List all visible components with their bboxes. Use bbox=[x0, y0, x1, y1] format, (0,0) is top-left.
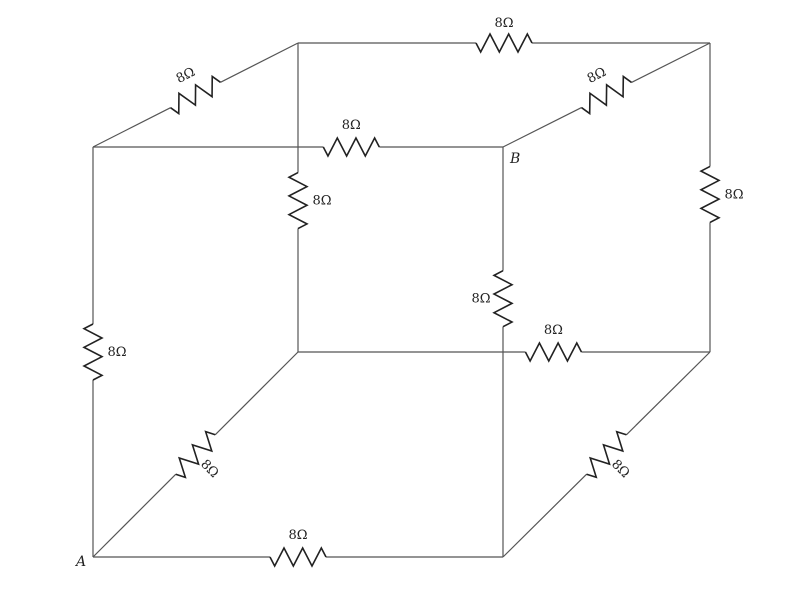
resistor-label: 8Ω bbox=[471, 292, 490, 307]
resistor-edge-top-left-diagonal: 8Ω bbox=[92, 42, 299, 148]
resistor-label: 8Ω bbox=[585, 65, 609, 87]
resistor-zigzag-icon bbox=[586, 430, 627, 479]
resistor-edge-front-left-vertical: 8Ω bbox=[82, 147, 127, 557]
resistor-zigzag-icon bbox=[475, 32, 533, 54]
resistor-zigzag-icon bbox=[492, 269, 514, 328]
resistor-label: 8Ω bbox=[494, 16, 513, 31]
resistor-label: 8Ω bbox=[288, 528, 307, 543]
resistor-zigzag-icon bbox=[287, 171, 309, 230]
resistor-edge-front-right-vertical: 8Ω bbox=[471, 147, 514, 557]
vertex-label-a: A bbox=[74, 554, 86, 570]
resistor-label: 8Ω bbox=[724, 187, 743, 202]
resistor-edge-back-left-vertical: 8Ω bbox=[287, 43, 332, 352]
resistor-zigzag-icon bbox=[82, 323, 104, 381]
resistor-zigzag-icon bbox=[524, 341, 583, 363]
wire bbox=[214, 351, 299, 436]
resistor-zigzag-icon bbox=[581, 74, 632, 116]
wire bbox=[92, 107, 171, 148]
resistor-edge-back-bottom: 8Ω bbox=[298, 323, 710, 363]
resistor-edge-bottom-right-diagonal: 8Ω bbox=[502, 351, 711, 558]
resistor-zigzag-icon bbox=[175, 430, 216, 479]
resistor-zigzag-icon bbox=[322, 136, 381, 158]
resistor-edge-front-bottom: 8Ω bbox=[93, 528, 503, 568]
wire bbox=[502, 473, 588, 558]
wire bbox=[631, 42, 711, 83]
resistor-zigzag-icon bbox=[269, 546, 327, 568]
resistor-edge-top-right-diagonal: 8Ω bbox=[502, 42, 711, 148]
wire bbox=[220, 42, 299, 83]
wire bbox=[92, 473, 177, 558]
resistor-label: 8Ω bbox=[197, 457, 221, 481]
resistor-edge-front-top: 8Ω bbox=[93, 118, 503, 158]
resistor-edge-bottom-left-diagonal: 8Ω bbox=[92, 351, 299, 558]
resistor-label: 8Ω bbox=[544, 323, 563, 338]
resistor-label: 8Ω bbox=[342, 118, 361, 133]
resistor-label: 8Ω bbox=[608, 457, 632, 481]
vertex-label-b: B bbox=[509, 151, 520, 167]
wire bbox=[625, 351, 711, 436]
resistor-edge-back-right-vertical: 8Ω bbox=[699, 43, 744, 352]
wire bbox=[502, 107, 582, 148]
resistor-edge-back-top: 8Ω bbox=[298, 16, 710, 54]
resistor-zigzag-icon bbox=[170, 74, 221, 116]
resistor-label: 8Ω bbox=[107, 345, 126, 360]
resistor-label: 8Ω bbox=[174, 65, 198, 87]
resistor-zigzag-icon bbox=[699, 165, 721, 224]
resistor-label: 8Ω bbox=[312, 194, 331, 209]
